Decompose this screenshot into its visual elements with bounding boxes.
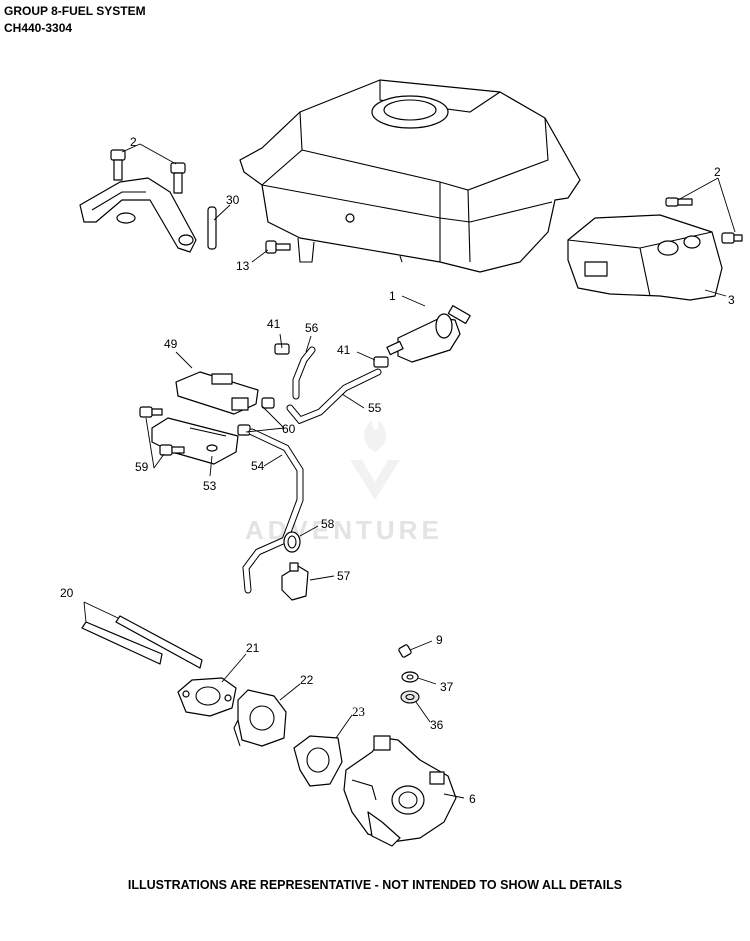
pin-30 [207,206,217,250]
bolt-2-right-b [721,232,743,244]
bolt-2-left-b [170,162,186,194]
callout-1: 1 [389,289,396,303]
callout-49: 49 [164,337,178,351]
washer-37 [401,671,419,683]
callout-53: 53 [203,479,217,493]
bolt-2-right-a [665,197,693,207]
disclaimer-footer: ILLUSTRATIONS ARE REPRESENTATIVE - NOT I… [127,878,623,892]
callout-54: 54 [251,459,265,473]
callout-36: 36 [430,718,444,732]
left-tank-bracket [79,177,197,253]
fuel-hose-56 [292,346,316,400]
callout-2-left: 2 [130,135,137,149]
leader-lines [83,143,736,799]
screw-9 [398,644,412,658]
gasket-21 [177,677,237,717]
screw-59-b [159,444,185,456]
grommet-58 [283,531,301,553]
callout-13: 13 [236,259,250,273]
diagram-title: GROUP 8-FUEL SYSTEM [4,4,146,18]
hose-clamp-41-left [274,343,290,355]
hose-clamp-60 [237,397,275,436]
callout-20: 20 [60,586,74,600]
callout-37: 37 [440,680,454,694]
callout-6: 6 [469,792,476,806]
callout-60: 60 [282,422,296,436]
screw-13 [265,240,291,254]
watermark-logo [350,420,400,500]
shutoff-valve-49 [175,371,259,415]
fuel-filter [386,305,471,363]
valve-bracket-53 [151,417,239,465]
screw-59-a [139,406,163,418]
callout-57: 57 [337,569,351,583]
callout-labels: 2 30 13 2 3 1 41 41 56 49 55 60 54 59 53… [60,135,735,806]
seal-36 [400,690,420,704]
callout-41-right: 41 [337,343,351,357]
callout-3: 3 [728,293,735,307]
fuel-tank [239,79,581,273]
callout-22: 22 [300,673,314,687]
hose-clamp-41-right [373,356,389,368]
callout-30: 30 [226,193,240,207]
callout-23: 23 [352,704,365,719]
gasket-23 [293,735,343,787]
callout-55: 55 [368,401,382,415]
callout-9: 9 [436,633,443,647]
fuel-hose-55 [286,368,382,425]
bolt-2-left-a [110,149,126,181]
callout-21: 21 [246,641,260,655]
callout-56: 56 [305,321,319,335]
carburetor-studs-20 [81,615,203,669]
hose-clip-57 [281,562,309,601]
callout-58: 58 [321,517,335,531]
callout-59: 59 [135,460,149,474]
model-number: CH440-3304 [4,21,73,35]
fuel-hose-54 [242,428,304,594]
carburetor [343,735,457,847]
carburetor-spacer-22 [233,689,287,747]
callout-41-left: 41 [267,317,281,331]
right-tank-bracket [567,214,723,301]
callout-2-right: 2 [714,165,721,179]
